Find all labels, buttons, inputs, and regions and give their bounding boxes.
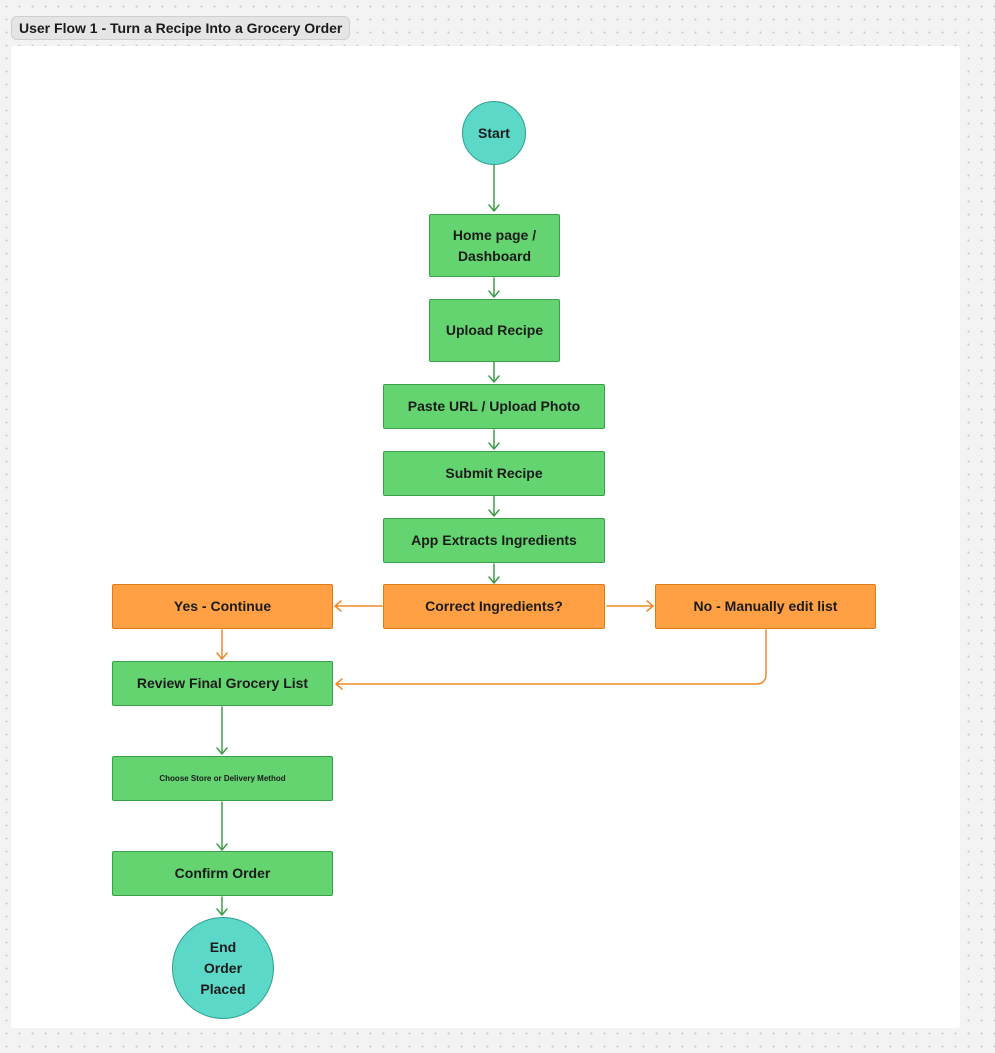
confirm-order-label: Confirm Order — [174, 865, 271, 881]
no-edit-list-node[interactable]: No - Manually edit list — [655, 584, 876, 629]
arrow-yes-to-review — [216, 629, 228, 660]
arrow-start-to-home — [488, 164, 500, 212]
upload-recipe-node[interactable]: Upload Recipe — [429, 299, 560, 362]
start-node-label: Start — [478, 124, 510, 141]
extract-ingredients-node[interactable]: App Extracts Ingredients — [383, 518, 605, 563]
arrow-home-to-upload — [488, 277, 500, 298]
correct-ingredients-label: Correct Ingredients? — [425, 598, 563, 614]
arrow-choose-to-confirm — [216, 801, 228, 851]
arrow-submit-to-extract — [488, 495, 500, 517]
arrow-confirm-to-end — [216, 896, 228, 916]
frame-title-tag[interactable]: User Flow 1 - Turn a Recipe Into a Groce… — [11, 16, 351, 40]
submit-recipe-label: Submit Recipe — [445, 465, 543, 481]
arrow-correct-to-no — [606, 600, 654, 612]
arrow-no-to-review — [335, 629, 767, 690]
upload-recipe-label: Upload Recipe — [445, 322, 544, 338]
arrow-review-to-choose — [216, 706, 228, 755]
home-dashboard-label: Home page / Dashboard — [452, 226, 537, 264]
end-node[interactable]: End Order Placed — [172, 917, 274, 1019]
yes-continue-node[interactable]: Yes - Continue — [112, 584, 333, 629]
review-grocery-list-node[interactable]: Review Final Grocery List — [112, 661, 333, 706]
arrow-paste-to-submit — [488, 429, 500, 450]
submit-recipe-node[interactable]: Submit Recipe — [383, 451, 605, 496]
correct-ingredients-decision[interactable]: Correct Ingredients? — [383, 584, 605, 629]
confirm-order-node[interactable]: Confirm Order — [112, 851, 333, 896]
choose-store-node[interactable]: Choose Store or Delivery Method — [112, 756, 333, 801]
start-node[interactable]: Start — [462, 101, 526, 165]
extract-ingredients-label: App Extracts Ingredients — [411, 532, 577, 548]
no-edit-list-label: No - Manually edit list — [693, 598, 838, 614]
arrow-extract-to-correct — [488, 563, 500, 584]
paste-url-label: Paste URL / Upload Photo — [407, 398, 581, 414]
choose-store-label: Choose Store or Delivery Method — [159, 773, 286, 783]
end-node-label: End Order Placed — [200, 938, 246, 997]
yes-continue-label: Yes - Continue — [173, 598, 272, 614]
arrow-upload-to-paste — [488, 361, 500, 383]
home-dashboard-node[interactable]: Home page / Dashboard — [429, 214, 560, 277]
review-grocery-list-label: Review Final Grocery List — [136, 675, 309, 691]
paste-url-node[interactable]: Paste URL / Upload Photo — [383, 384, 605, 429]
arrow-correct-to-yes — [334, 600, 383, 612]
